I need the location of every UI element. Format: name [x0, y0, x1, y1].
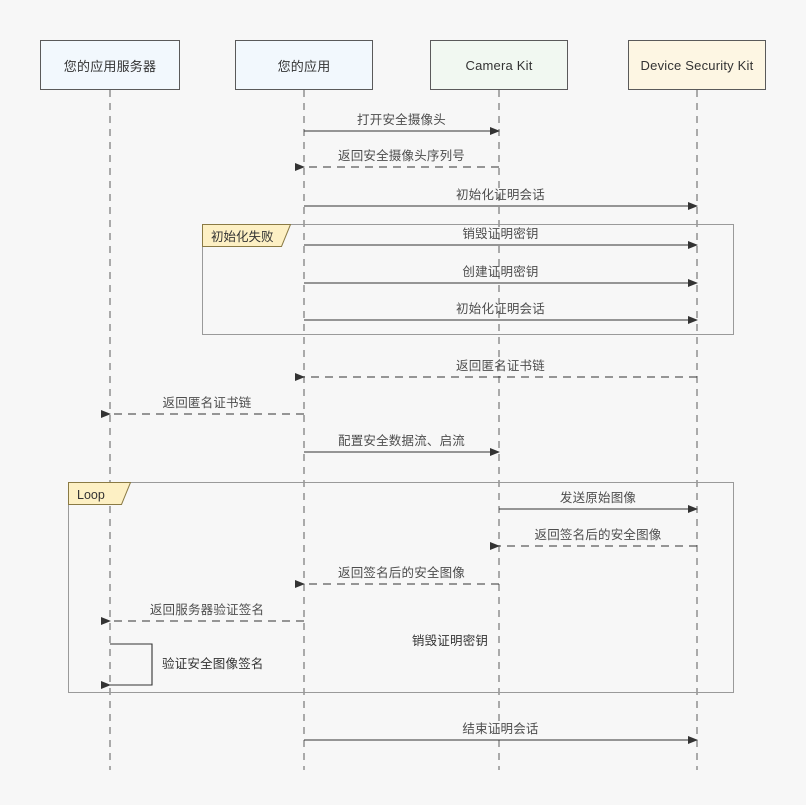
message-label-m11: 返回签名后的安全图像: [534, 528, 662, 542]
message-label-m6: 初始化证明会话: [456, 302, 545, 316]
floating-label-destroy-key-note: 销毁证明密钥: [411, 634, 489, 648]
fragment-frames-group: [68, 224, 734, 693]
fragment-frame-opt-init-failed: [202, 224, 734, 335]
participant-app-server[interactable]: 您的应用服务器: [40, 40, 180, 90]
message-label-m5: 创建证明密钥: [462, 265, 539, 279]
message-label-m7: 返回匿名证书链: [456, 359, 545, 373]
message-label-m9: 配置安全数据流、启流: [337, 434, 466, 448]
lifelines-group: [109, 90, 698, 770]
participant-label: 您的应用: [277, 58, 331, 74]
message-label-m15: 结束证明会话: [462, 722, 539, 736]
fragment-frame-loop-frame: [68, 482, 734, 693]
self-message-label-verify-signature: 验证安全图像签名: [162, 657, 264, 671]
message-label-m8: 返回匿名证书链: [162, 396, 252, 410]
fragment-tab-opt-init-failed: [202, 224, 292, 247]
message-label-m13: 返回服务器验证签名: [149, 603, 265, 617]
participant-label: 您的应用服务器: [63, 58, 157, 74]
message-label-m10: 发送原始图像: [559, 491, 637, 505]
participant-label: Camera Kit: [465, 57, 533, 73]
participant-device-security-kit[interactable]: Device Security Kit: [628, 40, 766, 90]
self-message-lines-group: [101, 643, 153, 689]
fragment-label-opt-init-failed: 初始化失败: [211, 230, 274, 244]
fragment-tab-loop-frame: [68, 482, 132, 505]
message-lines-group: [101, 127, 698, 744]
message-label-m3: 初始化证明会话: [456, 188, 545, 202]
participant-camera-kit[interactable]: Camera Kit: [430, 40, 568, 90]
message-label-m4: 销毁证明密钥: [462, 227, 539, 241]
participant-your-app[interactable]: 您的应用: [235, 40, 373, 90]
message-label-m1: 打开安全摄像头: [357, 113, 446, 127]
self-message-arrow-verify-signature: [101, 643, 153, 689]
message-label-m12: 返回签名后的安全图像: [337, 566, 466, 580]
message-label-m2: 返回安全摄像头序列号: [337, 149, 466, 163]
fragment-label-loop-frame: Loop: [77, 488, 105, 502]
participant-label: Device Security Kit: [640, 57, 754, 73]
